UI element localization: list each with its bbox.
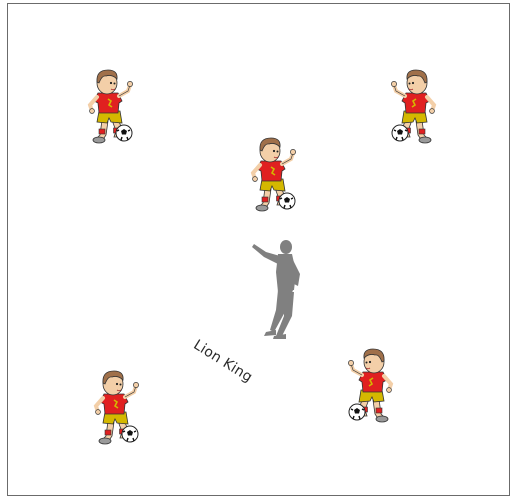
soccer-player-icon: [78, 65, 140, 147]
player-bottom-right: [341, 344, 403, 426]
soccer-player-icon: [84, 366, 146, 448]
coach-figure: [246, 238, 304, 342]
player-top-left: [78, 65, 140, 147]
coach-silhouette-icon: [246, 238, 304, 342]
player-top-right: [384, 65, 446, 147]
player-bottom-left: [84, 366, 146, 448]
player-center: [241, 133, 303, 215]
soccer-player-icon: [241, 133, 303, 215]
soccer-player-icon: [341, 344, 403, 426]
soccer-player-icon: [384, 65, 446, 147]
